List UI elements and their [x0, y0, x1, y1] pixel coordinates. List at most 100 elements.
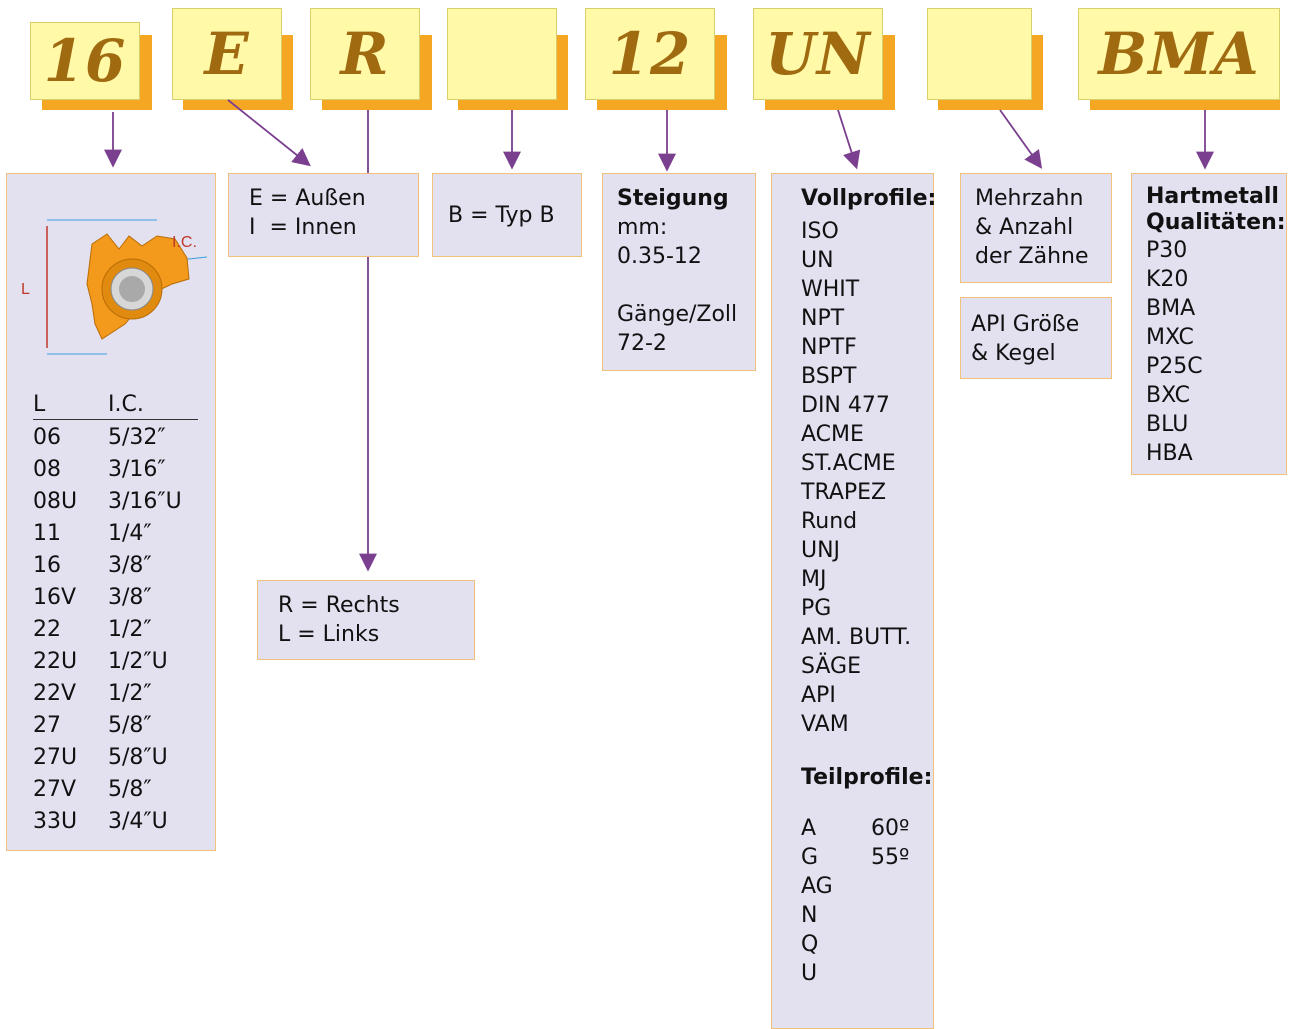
- arrow-profile: [837, 109, 861, 170]
- list-item: VAM: [801, 712, 849, 737]
- table-cell: 27V: [33, 777, 77, 802]
- panel-line: & Kegel: [971, 341, 1056, 366]
- arrow-multi-tooth: [999, 109, 1043, 169]
- panel-line: B = Typ B: [448, 203, 555, 228]
- label-l: L: [21, 281, 30, 298]
- table-cell: 22: [33, 617, 61, 642]
- code-hand: R: [310, 8, 420, 100]
- panel-line: Gänge/Zoll: [617, 302, 738, 327]
- list-item-angle: [871, 930, 931, 959]
- table-cell: 11: [33, 521, 61, 546]
- table-cell: 3/16″: [108, 457, 166, 482]
- hand-panel: R = Rechts L = Links: [257, 580, 475, 660]
- list-item-angle: 60º: [871, 816, 910, 841]
- list-item: BLU: [1146, 412, 1189, 437]
- api-panel: API Größe & Kegel: [960, 297, 1112, 379]
- full-profile-title: Vollprofile:: [801, 186, 937, 211]
- table-cell: 1/2″U: [108, 649, 168, 674]
- profile-panel: Vollprofile: ISO UN WHIT NPT NPTF BSPT D…: [771, 173, 937, 1029]
- list-item: G: [801, 845, 819, 870]
- list-item: ISO: [801, 219, 839, 244]
- table-cell: 1/2″: [108, 617, 152, 642]
- list-item: MJ: [801, 567, 827, 592]
- table-cell: 5/8″: [108, 777, 152, 802]
- external-internal-panel: E = Außen I = Innen: [228, 173, 419, 257]
- list-item: N: [801, 903, 818, 928]
- table-cell: 5/8″: [108, 713, 152, 738]
- table-cell: 3/8″: [108, 553, 152, 578]
- label-ic: I.C.: [172, 234, 197, 251]
- list-item-angle: 55º: [871, 845, 910, 870]
- table-cell: 16V: [33, 585, 77, 610]
- grade-panel: Hartmetall Qualitäten: P30 K20 BMA MXC P…: [1131, 173, 1287, 475]
- multi-tooth-panel: Mehrzahn & Anzahl der Zähne: [960, 173, 1112, 283]
- table-cell: 33U: [33, 809, 78, 834]
- list-item-angle: [871, 901, 931, 930]
- list-item: NPTF: [801, 335, 857, 360]
- list-item: P30: [1146, 238, 1188, 263]
- panel-line: R = Rechts: [278, 593, 400, 618]
- panel-line: der Zähne: [975, 244, 1089, 269]
- code-external-internal: E: [172, 8, 282, 100]
- list-item: NPT: [801, 306, 845, 331]
- panel-line: API Größe: [971, 312, 1080, 337]
- grade-title: Qualitäten:: [1146, 210, 1286, 235]
- grade-title: Hartmetall: [1146, 184, 1279, 209]
- code-pitch: 12: [585, 8, 715, 100]
- code-size: 16: [30, 22, 140, 100]
- list-item: SÄGE: [801, 654, 861, 679]
- table-cell: 5/8″U: [108, 745, 168, 770]
- panel-line: Mehrzahn: [975, 186, 1084, 211]
- code-type: [447, 8, 557, 100]
- list-item: Q: [801, 932, 819, 957]
- list-item: K20: [1146, 267, 1189, 292]
- list-item-angle: [871, 959, 931, 988]
- list-item: U: [801, 961, 818, 986]
- panel-line: E = Außen: [249, 186, 366, 211]
- code-profile: UN: [753, 8, 883, 100]
- partial-profile-title: Teilprofile:: [801, 765, 933, 790]
- table-cell: 06: [33, 425, 61, 450]
- list-item: UN: [801, 248, 834, 273]
- panel-line: mm:: [617, 215, 668, 240]
- table-cell: 16: [33, 553, 61, 578]
- arrow-external-internal: [227, 99, 311, 167]
- table-cell: 3/8″: [108, 585, 152, 610]
- list-item: ST.ACME: [801, 451, 896, 476]
- list-item: UNJ: [801, 538, 841, 563]
- panel-line: I = Innen: [249, 215, 357, 240]
- panel-line: L = Links: [278, 622, 380, 647]
- table-cell: 22U: [33, 649, 78, 674]
- list-item: AM. BUTT.: [801, 625, 912, 650]
- insert-diagram: L I.C.: [21, 219, 208, 355]
- panel-line: [617, 271, 755, 300]
- pitch-title: Steigung: [617, 186, 729, 211]
- list-item: TRAPEZ: [801, 480, 887, 505]
- table-cell: 22V: [33, 681, 77, 706]
- code-multi-tooth: [927, 8, 1032, 100]
- table-cell: 27: [33, 713, 61, 738]
- list-item: API: [801, 683, 836, 708]
- list-item: DIN 477: [801, 393, 890, 418]
- table-cell: 5/32″: [108, 425, 166, 450]
- table-cell: 08U: [33, 489, 78, 514]
- size-header-l: L: [33, 390, 108, 420]
- panel-line: & Anzahl: [975, 215, 1074, 240]
- list-item-angle: [871, 872, 931, 901]
- list-item: P25C: [1146, 354, 1203, 379]
- list-item: BXC: [1146, 383, 1190, 408]
- size-header-ic: I.C.: [108, 390, 198, 420]
- list-item: Rund: [801, 509, 858, 534]
- table-cell: 1/2″: [108, 681, 152, 706]
- table-cell: 27U: [33, 745, 78, 770]
- table-cell: 3/16″U: [108, 489, 182, 514]
- code-grade: BMA: [1078, 8, 1280, 100]
- list-item: ACME: [801, 422, 864, 447]
- list-item: A: [801, 816, 817, 841]
- pitch-panel: Steigung mm: 0.35-12 Gänge/Zoll 72-2: [602, 173, 756, 371]
- list-item: PG: [801, 596, 832, 621]
- list-item: WHIT: [801, 277, 860, 302]
- type-panel: B = Typ B: [432, 173, 582, 257]
